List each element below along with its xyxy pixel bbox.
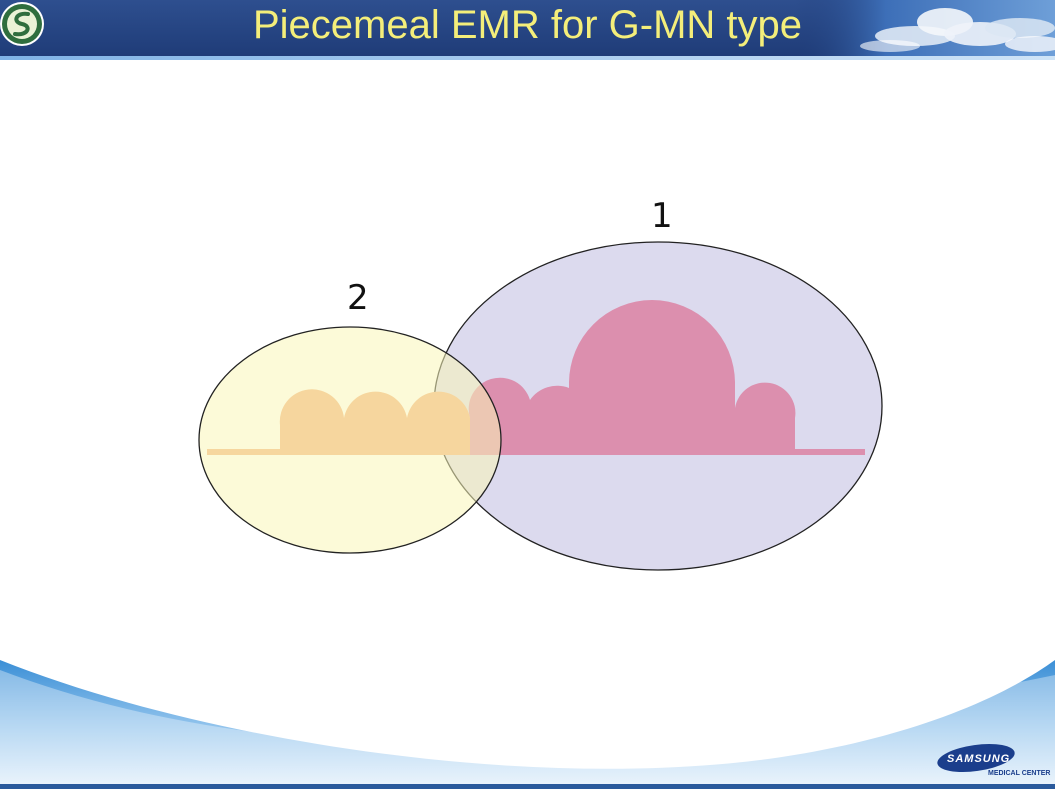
samsung-logo-icon: [937, 744, 1015, 772]
bottom-wave-decoration: [0, 660, 1055, 789]
title-underline: [0, 56, 1055, 60]
resection-area-2: [198, 326, 502, 554]
logo-brand: SAMSUNG: [947, 753, 1011, 765]
resection-label-2: 2: [347, 278, 369, 318]
samsung-medical-center-logo: SAMSUNG MEDICAL CENTER: [936, 740, 1055, 785]
resection-label-1: 1: [651, 196, 673, 236]
logo-subtitle: MEDICAL CENTER: [988, 770, 1051, 777]
title-bar: Piecemeal EMR for G-MN type: [0, 0, 1055, 56]
clouds-decoration: [795, 0, 1055, 56]
hospital-emblem-icon: [0, 2, 44, 46]
lesion-pink: [207, 300, 865, 455]
slide-title: Piecemeal EMR for G-MN type: [252, 3, 803, 47]
